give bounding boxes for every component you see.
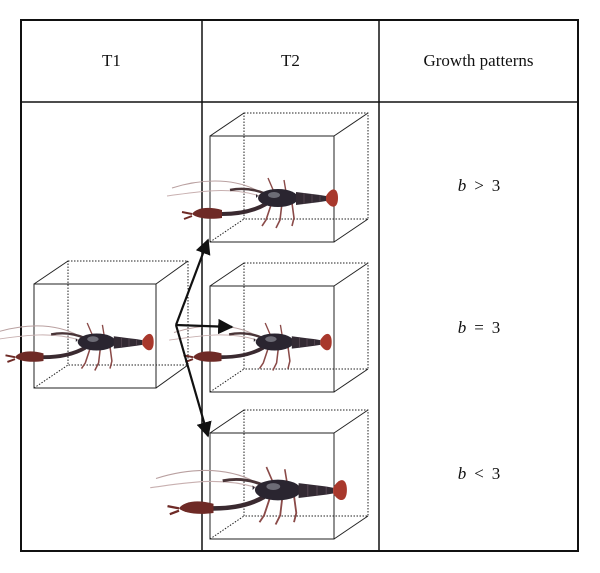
pattern-value: 3 [491,464,501,483]
pattern-operator: = [474,318,484,337]
crayfish-image-t1 [0,321,156,373]
table-grid [20,19,579,552]
header-t2: T2 [281,51,300,70]
crayfish-image-t2-2 [167,321,334,373]
tank-t1 [33,260,189,389]
pattern-value: 3 [491,176,501,195]
pattern-variable: b [457,464,467,483]
arrow-middle [175,318,234,335]
pattern-operator: < [474,464,484,483]
arrows [174,238,234,438]
pattern-variable: b [457,176,467,195]
pattern-b-less-3: b < 3 [380,459,578,489]
pattern-operator: > [474,176,484,195]
pattern-value: 3 [491,318,501,337]
arrow-up [174,238,211,326]
tank-t2-1 [209,112,369,243]
header-growth-patterns: Growth patterns [423,51,534,70]
tank-t2-3 [209,409,369,540]
header-t1: T1 [102,51,121,70]
pattern-b-equal-3: b = 3 [380,313,578,343]
tank-t2-2 [209,262,369,393]
arrow-down [174,324,212,438]
crayfish-image-t2-1 [165,176,340,230]
pattern-b-greater-3: b > 3 [380,171,578,201]
pattern-variable: b [457,318,467,337]
